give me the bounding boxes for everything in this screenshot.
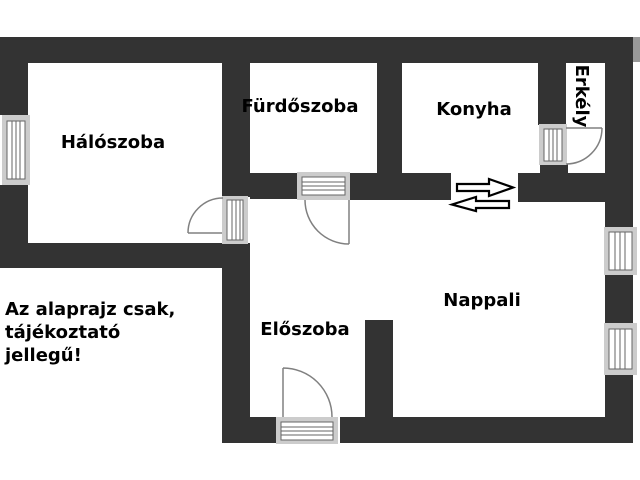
- room-label-nappali: Nappali: [443, 290, 521, 311]
- window-livingroom-upper: [604, 227, 637, 275]
- door-swing-entrance: [282, 367, 333, 418]
- wall-bedroom-bottom: [0, 243, 233, 268]
- passage-arrows: [448, 177, 517, 213]
- window-livingroom-lower: [604, 323, 637, 375]
- room-label-konyha: Konyha: [436, 99, 512, 120]
- door-panel-bedroom: [222, 196, 248, 244]
- door-swing-bedroom: [187, 197, 224, 234]
- room-label-furdoszoba: Fürdőszoba: [241, 96, 359, 117]
- door-threshold-entrance: [276, 417, 338, 444]
- wall-hall-left: [222, 243, 250, 443]
- disclaimer-line-3: jellegű!: [5, 345, 82, 366]
- disclaimer-line-2: tájékoztató: [5, 322, 121, 343]
- room-label-erkely: Erkély: [571, 64, 592, 128]
- wall-bedroom-bathroom-divider: [222, 63, 250, 197]
- wall-bottom-left: [222, 417, 277, 443]
- wall-right-middle: [605, 275, 633, 323]
- arrow-left-icon: [448, 195, 511, 213]
- disclaimer-text: Az alaprajz csak, tájékoztató jellegű!: [5, 298, 175, 367]
- room-label-haloszoba: Hálószoba: [60, 132, 166, 153]
- wall-right-upper: [605, 37, 633, 227]
- wall-kitchen-bottom-left: [350, 173, 451, 200]
- wall-bathroom-kitchen-divider: [377, 63, 402, 173]
- door-swings: [187, 127, 603, 418]
- door-threshold-bathroom: [297, 172, 350, 200]
- window-bedroom: [2, 115, 30, 185]
- wall-bathroom-bottom-left: [250, 173, 298, 199]
- door-swing-bathroom: [304, 199, 350, 245]
- wall-passage-right: [518, 173, 608, 202]
- room-label-eloszoba: Előszoba: [260, 319, 350, 340]
- arrow-right-icon: [455, 177, 517, 198]
- wall-edge-artifact: [633, 37, 640, 62]
- walls: [0, 37, 640, 443]
- disclaimer-line-1: Az alaprajz csak,: [5, 299, 176, 320]
- wall-kitchen-balcony-divider: [538, 63, 566, 125]
- window-balcony-door: [539, 124, 567, 165]
- door-leaf: [226, 199, 244, 241]
- wall-balcony-door-stub: [540, 164, 568, 174]
- door-swing-balcony: [565, 127, 603, 165]
- wall-left-upper: [0, 63, 28, 115]
- wall-hall-livingroom-divider: [365, 320, 393, 443]
- wall-top: [0, 37, 633, 63]
